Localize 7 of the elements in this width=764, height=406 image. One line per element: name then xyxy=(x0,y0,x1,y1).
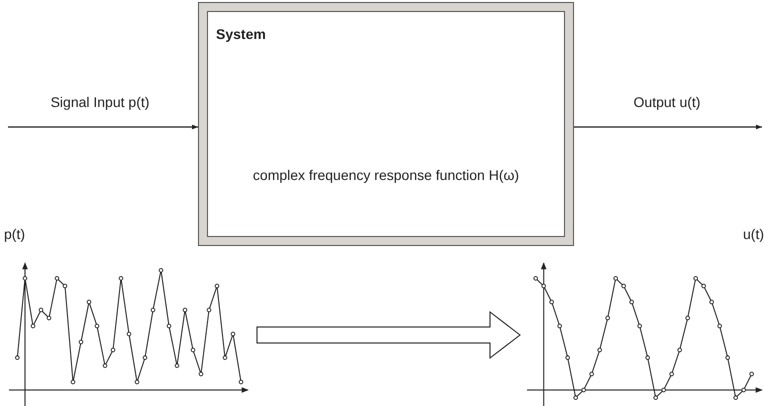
block-description: complex frequency response function H(ω) xyxy=(252,167,520,183)
block-arrow xyxy=(256,310,521,360)
block-title: System xyxy=(216,26,266,42)
arrow xyxy=(574,124,762,130)
plot-title: u(t) xyxy=(743,226,764,242)
plot-title: p(t) xyxy=(4,226,25,242)
arrow xyxy=(8,124,198,130)
